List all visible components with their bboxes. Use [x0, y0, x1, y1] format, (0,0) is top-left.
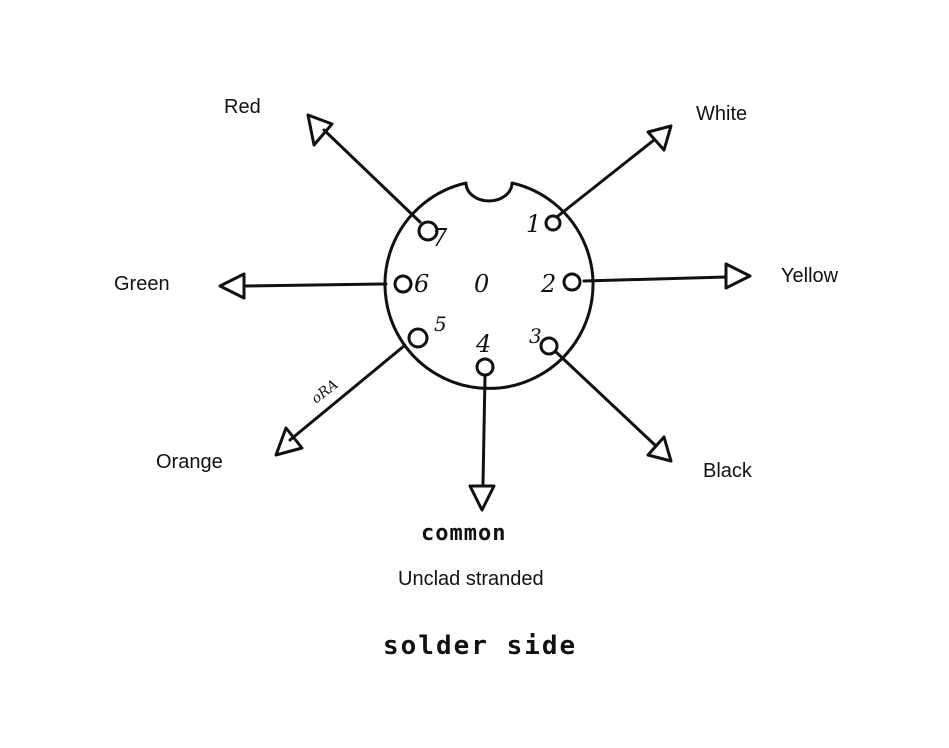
- black-arrowhead: [646, 435, 673, 463]
- green-wire-line: [242, 282, 388, 288]
- green-arrowhead: [218, 272, 246, 300]
- red-wire-label: Red: [224, 96, 261, 118]
- common-description: Unclad stranded: [398, 568, 544, 590]
- pin-2-number: 2: [540, 270, 556, 298]
- white-wire-label: White: [696, 103, 748, 125]
- common-arrowhead: [468, 484, 496, 512]
- green-wire-label: Green: [114, 273, 170, 295]
- pin-3-number: 3: [529, 324, 542, 348]
- center-pin-number: 0: [474, 270, 489, 298]
- pin-5-number: 5: [434, 312, 447, 336]
- red-wire-line: [322, 128, 422, 224]
- pin-2-circle: [562, 272, 582, 292]
- yellow-wire-line: [582, 275, 728, 283]
- yellow-wire-label: Yellow: [781, 265, 839, 287]
- black-wire-label: Black: [703, 460, 752, 482]
- pin-7-circle: [417, 220, 439, 242]
- common-label: common: [421, 521, 507, 546]
- pin-6-circle: [393, 274, 413, 294]
- pin-6-number: 6: [414, 270, 429, 298]
- orange-arrowhead: [274, 426, 304, 457]
- diagram-caption: solder side: [383, 631, 578, 661]
- pin-5-circle: [407, 327, 429, 349]
- pin-7-number: 7: [432, 224, 448, 252]
- pin-1-circle: [544, 214, 562, 232]
- white-wire-line: [556, 138, 656, 218]
- pin-3-circle: [539, 336, 559, 356]
- orange-wire-line: [288, 344, 406, 442]
- orange-wire-label: Orange: [156, 451, 223, 473]
- yellow-arrowhead: [724, 262, 752, 290]
- common-wire-line: [481, 374, 487, 486]
- white-arrowhead: [646, 124, 673, 152]
- red-arrowhead: [306, 113, 334, 147]
- pin-4-circle: [475, 357, 495, 377]
- pin-1-number: 1: [526, 210, 541, 238]
- black-wire-line: [554, 350, 658, 448]
- pin-4-number: 4: [475, 330, 491, 358]
- connector-outline: [383, 181, 595, 390]
